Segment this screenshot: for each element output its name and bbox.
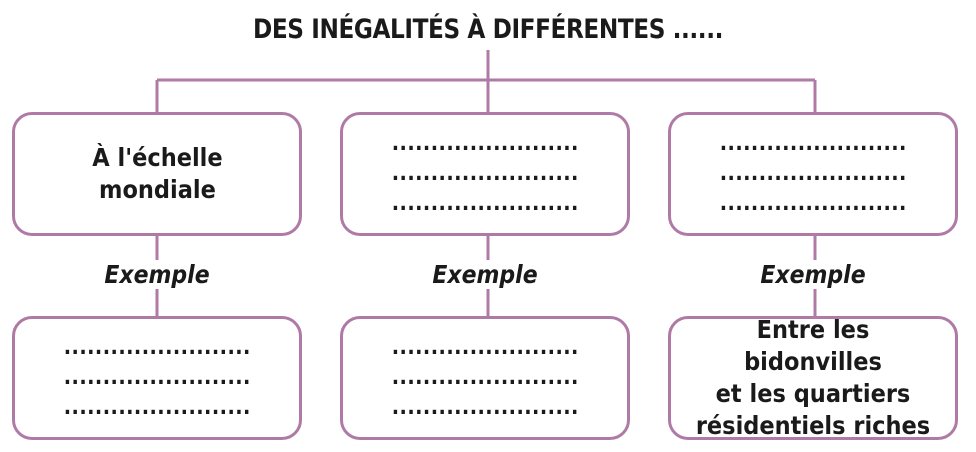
- top-box-1-text: À l'échelle mondiale: [91, 143, 223, 204]
- example-label-1: Exemple: [29, 260, 284, 289]
- blank-line: ........................: [63, 335, 251, 360]
- bottom-box-3-text: Entre les bidonvilles et les quartiers r…: [695, 315, 931, 440]
- blank-line: ........................: [719, 191, 907, 216]
- top-box-2[interactable]: ........................ ...............…: [340, 112, 630, 236]
- blank-line: ........................: [391, 161, 579, 186]
- blank-line: ........................: [391, 131, 579, 156]
- bottom-box-1[interactable]: ........................ ...............…: [12, 316, 302, 440]
- top-box-1: À l'échelle mondiale: [12, 112, 302, 236]
- bottom-box-2[interactable]: ........................ ...............…: [340, 316, 630, 440]
- example-label-2: Exemple: [357, 260, 612, 289]
- diagram-title: DES INÉGALITÉS À DIFFÉRENTES ......: [253, 14, 723, 45]
- blank-line: ........................: [63, 365, 251, 390]
- blank-line: ........................: [63, 395, 251, 420]
- bottom-box-3: Entre les bidonvilles et les quartiers r…: [668, 315, 958, 440]
- example-label-3: Exemple: [685, 260, 940, 289]
- blank-line: ........................: [719, 161, 907, 186]
- blank-line: ........................: [391, 365, 579, 390]
- blank-line: ........................: [391, 335, 579, 360]
- blank-line: ........................: [391, 191, 579, 216]
- top-box-3[interactable]: ........................ ...............…: [668, 112, 958, 236]
- blank-line: ........................: [391, 395, 579, 420]
- blank-line: ........................: [719, 131, 907, 156]
